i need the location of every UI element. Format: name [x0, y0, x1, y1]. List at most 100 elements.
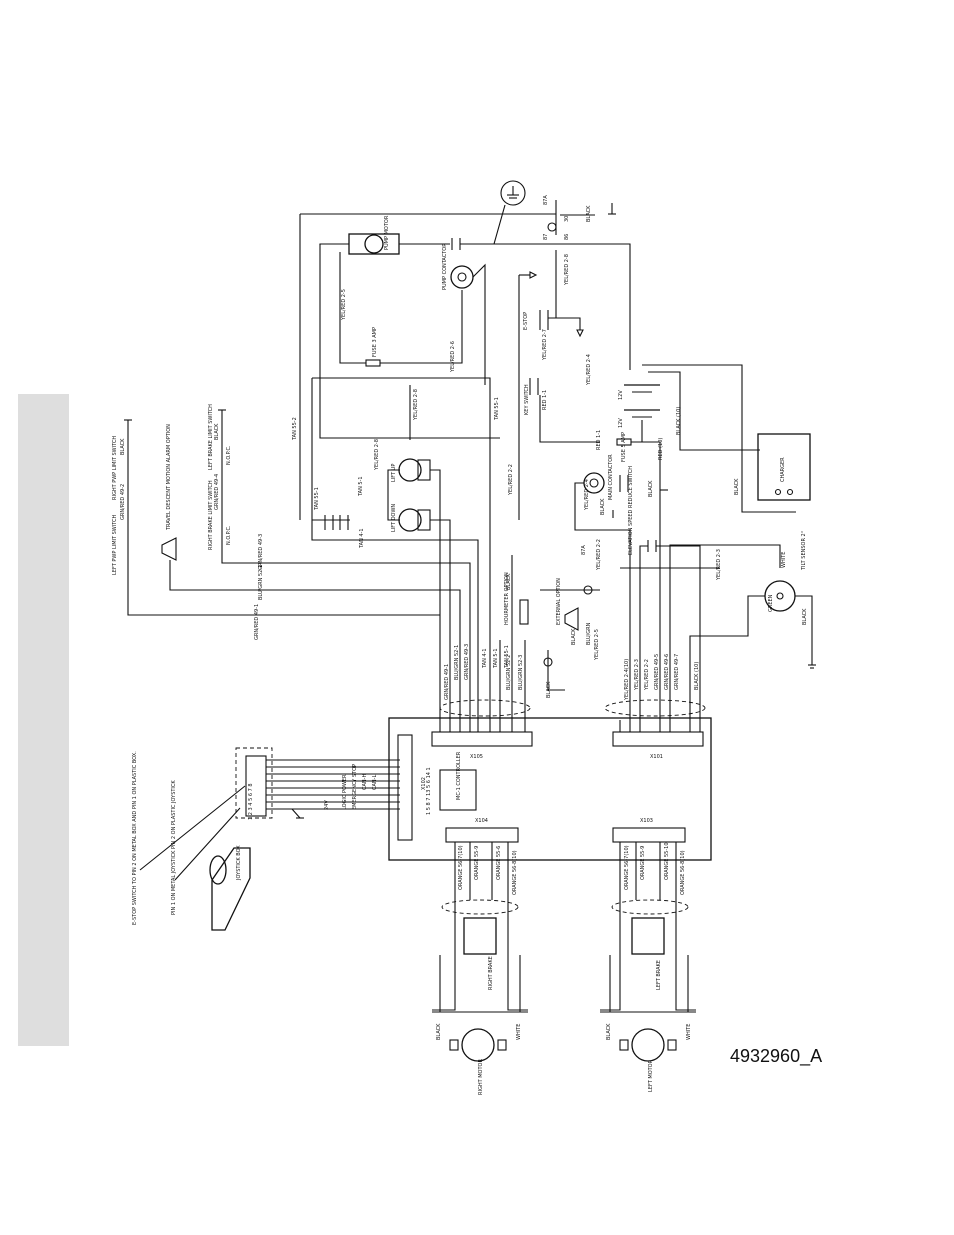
left-drive: ORANGE 56-7(10) ORANGE 55-9 ORANGE 55-10…: [600, 842, 696, 1092]
right-brake-label: RIGHT BRAKE: [488, 956, 494, 990]
external-option: [564, 607, 579, 631]
controller-label: MC-1 CONTROLLER: [456, 751, 462, 800]
svg-text:GRN/RED 49-2: GRN/RED 49-2: [120, 484, 126, 520]
x105-connector: [431, 731, 533, 747]
svg-text:GRN/RED 49-4: GRN/RED 49-4: [214, 474, 220, 510]
x105-label: X105: [470, 754, 483, 760]
svg-text:YEL/RED 2-8: YEL/RED 2-8: [374, 439, 380, 471]
svg-text:ORANGE 56-7(10): ORANGE 56-7(10): [458, 845, 464, 890]
svg-text:WHITE: WHITE: [516, 1024, 522, 1040]
svg-text:BLACK: BLACK: [734, 478, 740, 495]
right-brake: [463, 917, 497, 955]
svg-text:BLACK (10): BLACK (10): [694, 662, 700, 690]
joystick-section: 1 2 3 4 5 6 7 8 24V LOGIC POWER EMERGENC…: [132, 747, 400, 931]
svg-text:ORANGE 55-6: ORANGE 55-6: [496, 846, 502, 880]
nopc-label-2: N.O.P.C.: [226, 525, 232, 545]
black-label-tilt: BLACK: [802, 608, 808, 625]
x101-connector: [612, 731, 704, 747]
svg-text:BLACK: BLACK: [648, 480, 654, 497]
svg-text:BLACK: BLACK: [571, 628, 577, 645]
left-brake: [631, 917, 665, 955]
svg-text:ORANGE 56-7(10): ORANGE 56-7(10): [624, 845, 630, 890]
svg-text:86: 86: [564, 234, 570, 240]
joystick-knob: [209, 855, 227, 885]
left-motor-label: LEFT MOTOR: [648, 1059, 654, 1092]
main-contactor-label: MAIN CONTACTOR: [608, 454, 614, 500]
svg-text:YEL/RED 2-2: YEL/RED 2-2: [508, 464, 514, 496]
pump-section: PUMP MOTOR FUSE 3 AMP YEL/RED 2-6 YEL/RE…: [299, 180, 631, 520]
charger: [757, 433, 811, 501]
joystick-label: JOYSTICK BOX: [236, 845, 242, 881]
x102-pins: 1 5 8 7 13 5 6 14 1: [426, 767, 432, 815]
pump-fuse-label: FUSE 3 AMP: [372, 327, 378, 357]
x102-connector: [397, 734, 413, 841]
svg-text:87A: 87A: [581, 545, 587, 555]
white-label-tilt: WHITE: [781, 552, 787, 568]
svg-text:ORANGE 55-9: ORANGE 55-9: [640, 846, 646, 880]
svg-text:ORANGE 55-10: ORANGE 55-10: [664, 842, 670, 880]
svg-text:YEL/RED 2-7: YEL/RED 2-7: [542, 329, 548, 361]
x104-connector: [445, 827, 519, 843]
charger-label: CHARGER: [780, 457, 786, 482]
right-motor: [461, 1028, 495, 1062]
svg-text:24V: 24V: [324, 800, 330, 810]
svg-text:RED 1-1: RED 1-1: [596, 430, 602, 450]
estop-label: E-STOP: [523, 312, 529, 330]
svg-text:GRN/RED 49-6: GRN/RED 49-6: [664, 654, 670, 690]
cable-bundle-x103: [611, 899, 689, 915]
pump-motor-icon: [364, 234, 384, 254]
svg-text:BLACK: BLACK: [600, 498, 606, 515]
svg-text:TAN 5-1: TAN 5-1: [493, 648, 499, 669]
right-drive: ORANGE 56-7(10) ORANGE 55-9 ORANGE 55-6 …: [432, 842, 528, 1095]
battery-section: YEL/RED 2-8 E-STOP YEL/RED 2-7 YEL/RED 2…: [518, 250, 811, 720]
svg-text:GRN/RED 49-5: GRN/RED 49-5: [654, 654, 660, 690]
svg-text:YEL/RED 2-2: YEL/RED 2-2: [644, 659, 650, 691]
options-section: BLACK HOURMETER OPTION EXTERNAL OPTION B…: [499, 539, 602, 700]
cable-bundle-x105: [439, 699, 531, 717]
main-fuse-label: FUSE 5 AMP: [621, 432, 627, 462]
svg-text:ORANGE 56-8(10): ORANGE 56-8(10): [680, 850, 686, 895]
cable-bundle-x104: [441, 899, 519, 915]
svg-text:BLACK: BLACK: [546, 681, 552, 698]
limit-switches: BLACK RIGHT PWP LIMIT SWITCH LEFT PWP LI…: [112, 404, 471, 690]
elevation-switch-label: ELEVATION SPEED REDUCE SWITCH: [628, 466, 634, 555]
main-contactor-section: MAIN CONTACTOR YEL/RED 2-4 BLACK BLACK: [574, 454, 668, 720]
left-brake-label: LEFT BRAKE: [656, 960, 662, 990]
svg-text:TAN 5-1: TAN 5-1: [358, 476, 364, 497]
mc1-controller: [439, 769, 477, 811]
svg-text:GRN/RED 49-1: GRN/RED 49-1: [444, 664, 450, 700]
svg-text:ORANGE 55-9: ORANGE 55-9: [474, 846, 480, 880]
left-brake-sw-label: LEFT BRAKE LIMIT SWITCH: [208, 404, 214, 470]
svg-text:EMERGENCY STOP: EMERGENCY STOP: [352, 764, 358, 810]
wire-label-2-5: YEL/RED 2-5: [341, 289, 347, 321]
svg-text:CAN-L: CAN-L: [372, 775, 378, 790]
pump-contactor: [450, 265, 474, 289]
svg-text:BLACK: BLACK: [120, 438, 126, 455]
svg-text:ORANGE 56-8(10): ORANGE 56-8(10): [512, 850, 518, 895]
svg-text:BLACK: BLACK: [506, 573, 512, 590]
svg-text:GRN/RED 49-7: GRN/RED 49-7: [674, 654, 680, 690]
controller-section: X102 1 5 8 7 13 5 6 14 1 MC-1 CONTROLLER…: [388, 644, 712, 915]
lift-up-label: LIFT UP: [391, 464, 397, 482]
svg-text:TAN 55-1: TAN 55-1: [494, 397, 500, 421]
controller-box: [388, 717, 712, 861]
svg-text:GRN/RED 49-1: GRN/RED 49-1: [254, 604, 260, 640]
svg-text:87: 87: [543, 234, 549, 240]
svg-text:BLU/GRN 52-1: BLU/GRN 52-1: [454, 645, 460, 680]
wire-label-2-6: YEL/RED 2-6: [450, 341, 456, 373]
svg-text:YEL/RED 2-4: YEL/RED 2-4: [586, 354, 592, 386]
svg-text:BLU/GRN 52-3: BLU/GRN 52-3: [518, 655, 524, 690]
left-motor: [631, 1028, 665, 1062]
x104-label: X104: [475, 818, 488, 824]
svg-text:TAN 55-1: TAN 55-1: [504, 645, 510, 669]
svg-text:YEL/RED 2-8: YEL/RED 2-8: [564, 254, 570, 286]
pump-motor-label: PUMP MOTOR: [384, 215, 390, 250]
svg-text:WHITE: WHITE: [686, 1024, 692, 1040]
svg-text:CAN-H: CAN-H: [362, 774, 368, 790]
svg-text:YEL/RED 2-8: YEL/RED 2-8: [413, 389, 419, 421]
travel-alarm-label: TRAVEL DESCENT MOTION ALARM OPTION: [166, 424, 172, 531]
nopc-label-1: N.O.P.C.: [226, 445, 232, 465]
pump-contactor-label: PUMP CONTACTOR: [442, 243, 448, 290]
tilt-sensor-label: TILT SENSOR 2°: [801, 530, 807, 571]
